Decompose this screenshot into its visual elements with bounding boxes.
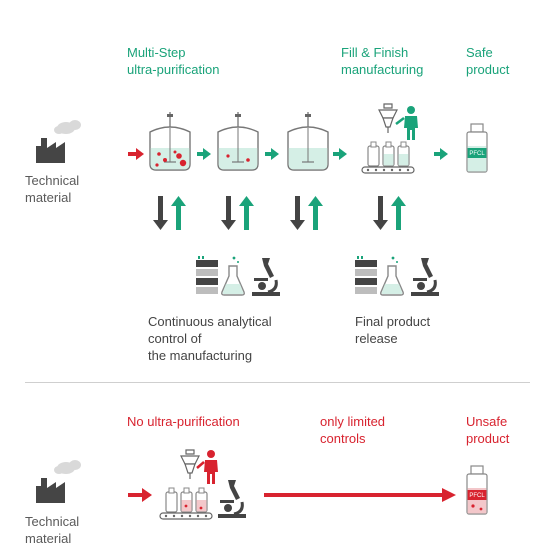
factory-icon	[36, 120, 81, 163]
lab-equipment-icon	[355, 256, 439, 296]
purification-vessel-2	[217, 112, 259, 171]
arrow-right-icon	[128, 148, 144, 160]
safe-product-label: Safe product	[466, 45, 510, 77]
arrow-right-icon	[197, 148, 211, 160]
factory-icon	[36, 460, 81, 503]
filling-machine-icon	[159, 449, 246, 520]
purification-vessel-1	[149, 112, 191, 171]
down-up-arrows-icon	[221, 196, 254, 230]
arrow-right-icon	[434, 148, 448, 160]
continuous-control-label: Continuous analytical control of the man…	[148, 314, 272, 363]
down-up-arrows-icon	[290, 196, 323, 230]
down-up-arrows-icon	[373, 196, 406, 230]
arrow-right-icon	[333, 148, 347, 160]
section-divider	[25, 382, 530, 383]
arrow-right-icon	[128, 488, 152, 502]
lab-equipment-icon	[196, 256, 280, 296]
no-purification-label: No ultra-purification	[127, 414, 240, 429]
unsafe-vial-label: PFCL	[469, 493, 485, 499]
unsafe-product-label: Unsafe product	[466, 414, 510, 446]
filling-machine-icon	[361, 103, 418, 174]
fill-finish-label: Fill & Finish manufacturing	[341, 45, 424, 77]
arrow-right-icon	[265, 148, 279, 160]
multi-step-purification-label: Multi-Step ultra-purification	[127, 45, 220, 77]
safe-vial-label: PFCL	[469, 151, 485, 157]
technical-material-label: Technical material	[25, 173, 80, 205]
unsafe-vial-icon	[466, 465, 488, 515]
purification-vessel-3	[287, 112, 329, 171]
final-release-label: Final product release	[355, 314, 431, 346]
down-up-arrows-icon	[153, 196, 186, 230]
safe-vial-icon	[466, 123, 488, 173]
technical-material-label: Technical material	[25, 514, 80, 546]
limited-controls-label: only limited controls	[320, 414, 386, 446]
long-arrow-right-icon	[264, 488, 456, 502]
